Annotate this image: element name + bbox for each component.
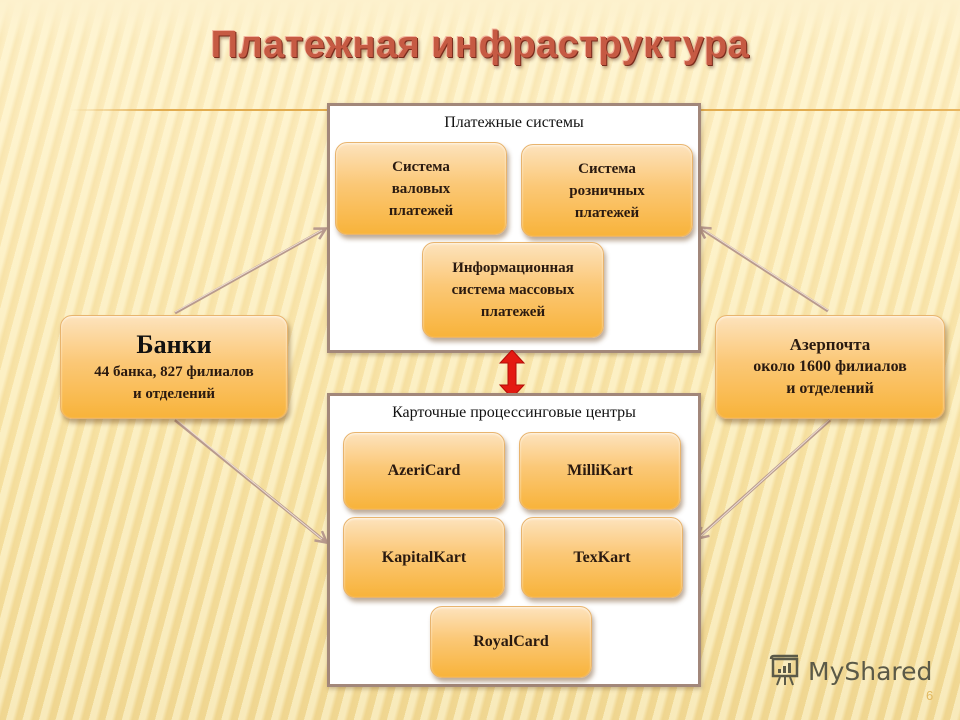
banks-line: 44 банка, 827 филиалов — [94, 364, 254, 380]
node-label: TexKart — [573, 548, 631, 566]
node-label: AzeriCard — [387, 462, 461, 479]
payment-systems-title: Платежные системы — [444, 114, 584, 131]
node-label: RoyalCard — [473, 633, 549, 650]
azerpost-line: и отделений — [786, 380, 874, 397]
payment-systems-panel: Платежные системы Система валовых платеж… — [327, 103, 701, 353]
royalcard-node: RoyalCard — [430, 606, 592, 678]
azericard-node: AzeriCard — [343, 432, 505, 510]
card-processing-panel: Карточные процессинговые центры AzeriCar… — [327, 393, 701, 687]
banks-line: и отделений — [132, 386, 216, 402]
node-line: Система — [578, 160, 636, 177]
banks-node: Банки 44 банка, 827 филиалов и отделений — [60, 315, 288, 419]
azerpost-node: Азерпочта около 1600 филиалов и отделени… — [715, 315, 945, 419]
slide-number: 6 — [926, 688, 934, 703]
node-line: платежей — [388, 202, 454, 219]
banks-title: Банки — [136, 330, 212, 359]
node-label: KapitalKart — [381, 548, 467, 566]
mass-payments-info-system-node: Информационная система массовых платежей — [422, 242, 604, 338]
node-line: система массовых — [451, 282, 575, 298]
watermark-text: MyShared — [808, 656, 933, 686]
watermark: MyShared — [768, 654, 932, 688]
texkart-node: TexKart — [521, 517, 683, 598]
presentation-board-icon — [769, 654, 799, 686]
azerpost-line: около 1600 филиалов — [753, 358, 907, 375]
millikart-node: MilliKart — [519, 432, 681, 510]
node-line: платежей — [480, 304, 546, 320]
node-line: платежей — [574, 204, 640, 221]
node-line: розничных — [569, 182, 645, 199]
retail-payments-system-node: Система розничных платежей — [521, 144, 693, 237]
slide-title: Платежная инфраструктура — [210, 24, 750, 66]
node-line: Информационная — [452, 260, 574, 276]
top-band — [0, 0, 960, 40]
card-processing-title: Карточные процессинговые центры — [392, 404, 636, 421]
double-arrow-icon — [498, 350, 526, 398]
node-label: MilliKart — [567, 462, 633, 479]
node-line: Система — [392, 158, 450, 175]
node-line: валовых — [391, 180, 451, 197]
azerpost-title: Азерпочта — [789, 335, 871, 354]
kapitalkart-node: KapitalKart — [343, 517, 505, 598]
gross-payments-system-node: Система валовых платежей — [335, 142, 507, 235]
